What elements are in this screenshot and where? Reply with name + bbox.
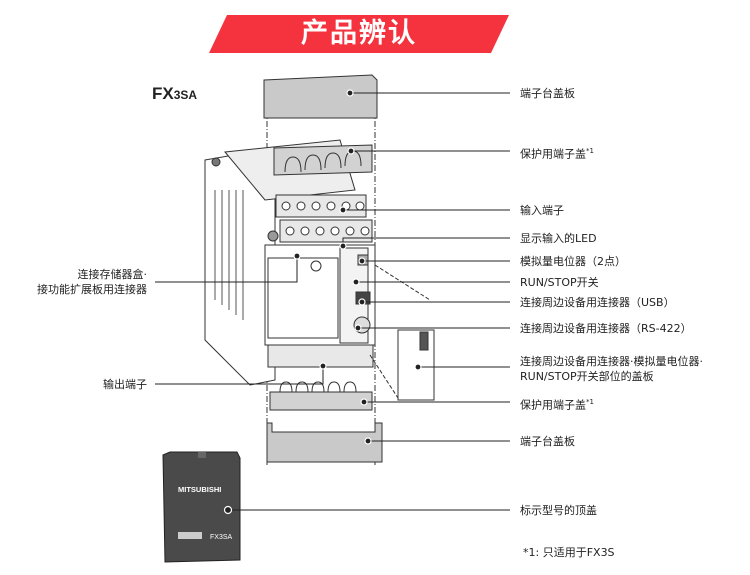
- model-name: FX3SA: [152, 84, 198, 103]
- label-bottom-terminal-cover: 端子台盖板: [520, 435, 575, 448]
- leader-dots: [223, 89, 422, 515]
- page-title: 产品辨认: [301, 18, 417, 49]
- top-terminal-cover: [263, 74, 378, 119]
- label-output-terminal: 输出端子: [103, 378, 147, 391]
- bottom-protect-cover: [269, 391, 373, 411]
- label-input-led: 显示输入的LED: [520, 232, 597, 245]
- label-run-stop: RUN/STOP开关: [520, 276, 599, 289]
- label-top-lid: 标示型号的顶盖: [520, 504, 597, 517]
- label-input-terminal: 输入端子: [520, 204, 564, 217]
- top-protect-cover: [273, 144, 373, 176]
- leader-lines: [155, 92, 510, 511]
- footnote: *1: 只适用于FX3S: [523, 546, 615, 559]
- title-banner: [209, 15, 509, 53]
- label-usb-connector: 连接周边设备用连接器（USB）: [520, 296, 675, 309]
- top-lid: MITSUBISHI FX3SA: [162, 451, 241, 563]
- label-memory-connector: 连接存储器盒·接功能扩展板用连接器: [37, 268, 147, 296]
- label-bottom-protect-cover: 保护用端子盖*1: [520, 398, 594, 412]
- label-side-cover: 连接周边设备用连接器·模拟量电位器·RUN/STOP开关部位的盖板: [520, 355, 703, 383]
- label-analog-pot: 模拟量电位器（2点）: [520, 255, 626, 268]
- bottom-terminal-cover: [266, 422, 383, 463]
- lid-model-text: FX3SA: [210, 534, 233, 541]
- label-top-protect-cover: 保护用端子盖*1: [520, 147, 594, 161]
- label-top-terminal-cover: 端子台盖板: [520, 87, 575, 100]
- lid-brand-text: MITSUBISHI: [178, 485, 221, 494]
- label-rs422-connector: 连接周边设备用连接器（RS-422）: [520, 322, 692, 335]
